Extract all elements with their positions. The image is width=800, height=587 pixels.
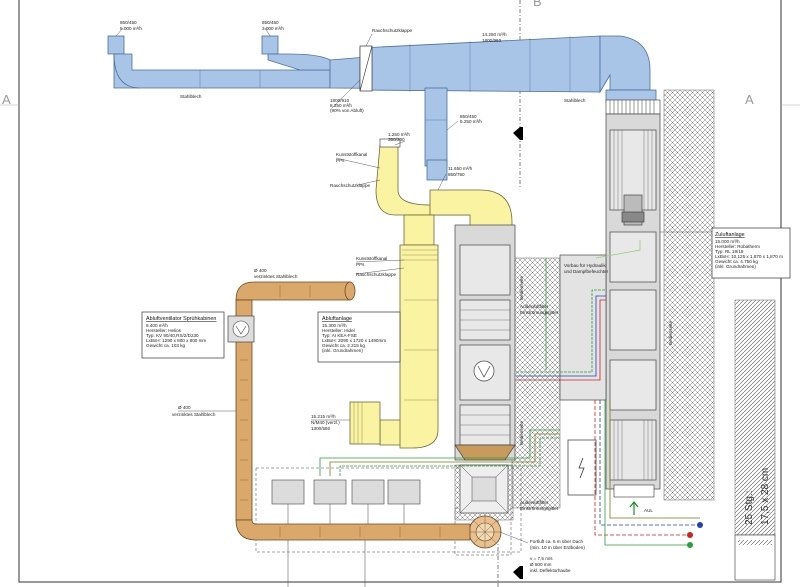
- steel-sheet-1: Stahlblech: [180, 94, 202, 99]
- svg-text:Gewicht ca. 103 kg: Gewicht ca. 103 kg: [146, 343, 186, 348]
- section-mark-left: A: [2, 92, 11, 107]
- svg-text:Hersteller: Helios: Hersteller: Helios: [146, 328, 182, 333]
- supply-flow: 11.650 m³/h: [448, 166, 473, 171]
- service-side-bottom: Bedienseite: [519, 421, 524, 445]
- svg-text:und Dampfbefeuchter: und Dampfbefeuchter: [564, 269, 609, 274]
- lower-size: 1300/580: [311, 426, 331, 431]
- steel-sheet-2: Stahlblech: [564, 98, 586, 103]
- section-mark-right: A: [745, 92, 754, 107]
- svg-text:(inkl. Grundrahmen): (inkl. Grundrahmen): [715, 264, 756, 269]
- lower-note: N/M40 (verzl.): [311, 420, 340, 425]
- fan-icon: [473, 360, 495, 382]
- inlet-left-flow: 5.000 m³/h: [120, 26, 142, 31]
- plastic-duct-1: Kunststoffkanal: [336, 152, 367, 157]
- svg-text:LxBxH: 10,125 x 1,870 x 1,870: LxBxH: 10,125 x 1,870 x 1,870 m: [715, 254, 783, 259]
- fire-damper-label: Rauchschutzklappe: [372, 28, 413, 33]
- info-box-exhaust-fan: Abluftventilator Sprühkabinen 8.400 m³/h…: [141, 311, 225, 359]
- filter-top: Außenluftfilter: [520, 304, 549, 309]
- svg-text:Typ: RL 19/19: Typ: RL 19/19: [715, 249, 744, 254]
- lightning-icon: [578, 457, 585, 479]
- section-mark-top: B: [533, 0, 542, 9]
- filter-top-b: Einströmungsgitter: [520, 310, 559, 315]
- aul-grille: [613, 484, 655, 498]
- svg-text:15.300 m³/h: 15.300 m³/h: [322, 323, 347, 328]
- title-block-line1: 25 Stg.:: [744, 491, 755, 525]
- plastic-duct-2: Kunststoffkanal: [356, 256, 387, 261]
- svg-text:15.000 m³/h: 15.000 m³/h: [715, 239, 740, 244]
- svg-text:Hersteller: Hidel: Hersteller: Hidel: [322, 328, 355, 333]
- fire-damper-2: Rauchschutzklappe: [330, 183, 371, 188]
- plastic-duct-1b: PPs: [336, 158, 345, 163]
- supply-size: 850/750: [448, 172, 465, 177]
- section-arrow-bottom: [513, 566, 520, 579]
- round-duct-2-label: Ø 400: [178, 405, 191, 410]
- section-arrow-top: [513, 127, 520, 140]
- aul-arrow: [629, 501, 639, 515]
- service-side-right: Bedienseite: [668, 321, 673, 345]
- svg-text:Typ: AI KEA-FSE: Typ: AI KEA-FSE: [322, 333, 357, 338]
- roof-fan-note-b: (min. 10 m über Erdboden): [530, 545, 585, 550]
- roof-fan-diameter: Ø 500 mm: [530, 562, 552, 567]
- info-box-supply-unit: Zuluftanlage 15.000 m³/h Hersteller: Rob…: [711, 227, 791, 279]
- svg-text:LxBxH: 2090 x 1720 x 1490mm: LxBxH: 2090 x 1720 x 1490mm: [322, 338, 386, 343]
- svg-text:8.400 m³/h: 8.400 m³/h: [146, 323, 168, 328]
- svg-text:Gewicht ca. 2.215 kg: Gewicht ca. 2.215 kg: [322, 343, 365, 348]
- aul-label: AUL: [644, 508, 653, 513]
- info-box-exhaust-unit: Abluftanlage 15.300 m³/h Hersteller: Hid…: [317, 311, 401, 363]
- roof-fan-hood: inkl. Deflektorhaube: [530, 568, 571, 573]
- svg-text:Typ: KV 90/40,RS/2/D230: Typ: KV 90/40,RS/2/D230: [146, 333, 199, 338]
- lower-flow: 15.215 m³/h: [311, 414, 336, 419]
- brown-round-duct: [235, 281, 471, 541]
- svg-text:Abluftanlage: Abluftanlage: [322, 316, 352, 322]
- branch-flow: 8.250 m³/h: [330, 103, 352, 108]
- blue-exhaust-duct: [107, 35, 657, 181]
- roof-fan-velocity: v = 7,5 m/s: [530, 556, 553, 561]
- svg-text:Vorbau für Hydraulik: Vorbau für Hydraulik: [564, 263, 606, 268]
- main-duct-size: 1800/960: [482, 38, 502, 43]
- fire-damper-3: Rauchschutzklappe: [356, 272, 397, 277]
- inlet-left-size: 850/450: [120, 20, 137, 25]
- svg-text:LxBxH: 1290 x 800 x 800 mm: LxBxH: 1290 x 800 x 800 mm: [146, 338, 206, 343]
- hydraulic-prep-box: [559, 254, 607, 401]
- round-duct-label-b: verzinktes Stahlblech: [254, 274, 298, 279]
- riser-size: 850/450: [460, 114, 477, 119]
- filter-bottom-b: Einströmungsgitter: [520, 506, 559, 511]
- branch-size: 1800/910: [330, 98, 350, 103]
- yellow-plastic-duct: [349, 144, 513, 449]
- main-duct-flow: 14.250 m³/h: [482, 32, 507, 37]
- title-block-line2: 17,5 x 28 cm: [760, 468, 771, 525]
- wall-right: [663, 89, 715, 501]
- roof-fan-note: Fortluft ca. 6 m über Dach: [530, 539, 584, 544]
- service-side-left: Bedienseite: [519, 276, 524, 300]
- branch-note: (90% von Abluft): [330, 108, 364, 113]
- svg-text:Hersteller: Robatherm: Hersteller: Robatherm: [715, 244, 760, 249]
- svg-text:(inkl. Grundrahmen): (inkl. Grundrahmen): [322, 348, 363, 353]
- inlet-mid-size: 850/450: [262, 20, 279, 25]
- pp-duct-size: 350/200: [388, 137, 405, 142]
- inlet-mid-flow: 3.000 m³/h: [262, 26, 284, 31]
- sheet-frame: [18, 0, 782, 583]
- filter-bottom: Außenluftfilter: [520, 500, 549, 505]
- round-duct-label: Ø 400: [254, 268, 267, 273]
- svg-text:Gewicht ca. 4.750 kg: Gewicht ca. 4.750 kg: [715, 259, 758, 264]
- svg-text:Abluftventilator Sprühkabinen: Abluftventilator Sprühkabinen: [146, 316, 216, 322]
- plastic-duct-2b: PPs: [356, 262, 365, 267]
- riser-flow: 5.250 m³/h: [460, 119, 482, 124]
- svg-text:Zuluftanlage: Zuluftanlage: [715, 232, 745, 238]
- round-duct-2-label-b: verzinktes Stahlblech: [172, 412, 216, 417]
- pp-duct-flow: 1.250 m³/h: [388, 132, 410, 137]
- electrical-cabinet: [567, 439, 597, 496]
- spray-booth-hoods: [271, 479, 421, 505]
- exhaust-air-unit: [454, 224, 516, 461]
- supply-air-unit: [605, 113, 661, 490]
